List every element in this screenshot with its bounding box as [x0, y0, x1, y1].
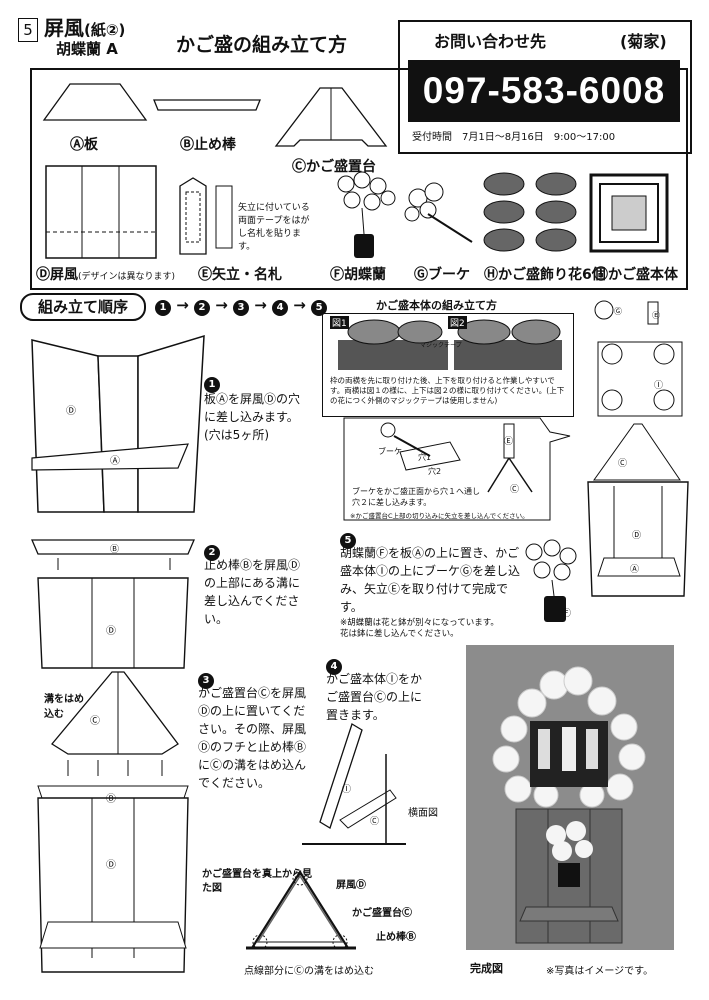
contact-label: お問い合わせ先	[434, 32, 547, 51]
part-e-stand-illustration	[179, 177, 207, 255]
final-d-mark: Ⓓ	[632, 531, 642, 541]
body-assembly-note: 枠の両横を先に取り付けた後、上下を取り付けると作業しやすいです。両横は図１の様に…	[330, 376, 565, 405]
step4-number: 4	[326, 654, 342, 675]
fig1-label: 図1	[330, 316, 349, 329]
part-h-label: Ⓗかご盛飾り花6個	[484, 267, 606, 283]
assembly-order-sequence: 1 → 2 → 3 → 4 → 5	[155, 296, 328, 316]
step2-d-mark: Ⓓ	[106, 626, 116, 637]
step4-side-view	[302, 723, 406, 845]
part-f-orchid-illustration	[337, 171, 396, 258]
side-view-label: 横面図	[408, 808, 438, 819]
step1-a-mark: Ⓐ	[110, 456, 120, 467]
step4-i-mark: Ⓘ	[342, 785, 352, 795]
assembly-order-title: 組み立て順序	[20, 293, 146, 321]
phone-number[interactable]: 097-583-6008	[408, 60, 680, 122]
bouquet-c-mark: Ⓒ	[510, 485, 520, 495]
step2-illustration	[31, 539, 195, 669]
step2-number: 2	[204, 540, 220, 561]
part-a-board-illustration	[42, 83, 148, 121]
hole2-label: 穴2	[428, 467, 442, 476]
part-d-screen-illustration	[45, 165, 157, 259]
contact-name: (菊家)	[620, 32, 667, 51]
parts-list-box	[30, 68, 688, 290]
complete-label: 完成図	[470, 962, 503, 975]
step5-number: 5	[340, 528, 356, 549]
bouquet-label: ブーケ	[378, 447, 402, 456]
part-e-label: Ⓔ矢立・名札	[198, 267, 282, 283]
body-assembly-box	[322, 313, 574, 417]
final-e-mark: Ⓔ	[652, 311, 660, 320]
final-a-mark: Ⓐ	[630, 565, 640, 575]
step-number: 3	[233, 300, 250, 316]
part-f-label: Ⓕ胡蝶蘭	[330, 267, 386, 283]
part-d-label: Ⓓ屏風(デザインは異なります)	[36, 267, 176, 283]
bouquet-e-mark: Ⓔ	[504, 437, 514, 447]
part-c-stand-illustration	[274, 87, 388, 147]
step1-d-mark: Ⓓ	[66, 406, 76, 417]
page-number: 5	[18, 18, 38, 42]
final-g-mark: Ⓖ	[614, 307, 622, 316]
title-paren: (紙②)	[84, 21, 126, 39]
contact-box: お問い合わせ先 (菊家) 097-583-6008 受付時間 7月1日～8月16…	[398, 20, 692, 154]
step2-text: 止め棒Ⓑを屏風Ⓓの上部にある溝に差し込んでください。	[204, 558, 301, 626]
step-number: 1	[155, 300, 171, 316]
hole1-label: 穴1	[418, 453, 432, 462]
part-g-label: Ⓖブーケ	[414, 267, 470, 283]
final-c-mark: Ⓒ	[618, 459, 628, 469]
step4-c-mark: Ⓒ	[370, 817, 380, 827]
bouquet-callout	[343, 417, 571, 521]
step5-text: 胡蝶蘭Ⓕを板Ⓐの上に置き、かご盛本体Ⓘの上にブーケⒼを差し込み、矢立Ⓔを取り付け…	[340, 546, 521, 614]
final-i-mark: Ⓘ	[654, 381, 664, 391]
photo-note: ※写真はイメージです。	[546, 966, 654, 977]
part-c-label: Ⓒかご盛置台	[292, 159, 376, 175]
step1-note: (穴は5ヶ所)	[204, 428, 269, 442]
part-i-basket-illustration	[589, 173, 669, 253]
part-i-label: Ⓘかご盛本体	[594, 267, 678, 283]
top-view-stand-label: かご盛置台Ⓒ	[352, 908, 412, 919]
step5-f-mark: Ⓕ	[562, 609, 572, 619]
part-a-label: Ⓐ板	[70, 137, 98, 153]
step2-b-mark: Ⓑ	[110, 545, 120, 555]
step3-b-mark: Ⓑ	[106, 794, 116, 805]
part-g-bouquet-illustration	[404, 182, 473, 243]
bouquet-note: ブーケをかご盛正面から穴１へ通し穴２に差し込みます。	[352, 487, 480, 507]
step1-illustration	[31, 334, 205, 513]
top-view-bar-label: 止め棒Ⓑ	[376, 932, 416, 943]
step3-d-mark: Ⓓ	[106, 860, 116, 871]
final-assembly-drawing	[587, 300, 689, 597]
completed-photo	[466, 645, 674, 950]
step1-number: 1	[204, 372, 220, 393]
part-h-flowers-illustration	[483, 172, 577, 252]
part-e-nametag-illustration	[215, 185, 233, 249]
step4-text: かご盛本体Ⓘをかご盛置台Ⓒの上に置きます。	[326, 672, 423, 722]
top-view-diagram	[246, 869, 356, 950]
top-view-byobu-label: 屏風Ⓓ	[336, 880, 366, 891]
dotted-note: 点線部分にⒸの溝をはめ込む	[244, 966, 374, 977]
step5-note: ※胡蝶蘭は花と鉢が別々になっています。花は鉢に差し込んでください。	[340, 618, 499, 639]
step3-number: 3	[198, 668, 214, 689]
step5-orchid-illustration	[525, 539, 577, 622]
tape-label: マジックテープ	[420, 342, 462, 349]
title-main: 屏風	[44, 16, 84, 40]
groove-label: 溝をはめ込む	[44, 694, 84, 720]
step3-illustration	[37, 671, 189, 973]
contact-hours: 受付時間 7月1日～8月16日 9:00～17:00	[412, 132, 616, 143]
part-b-bar-illustration	[153, 99, 261, 111]
fig2-label: 図2	[448, 316, 467, 329]
body-assembly-title: かご盛本体の組み立て方	[376, 299, 497, 312]
page-subtitle: 胡蝶蘭 A	[56, 40, 118, 58]
part-b-label: Ⓑ止め棒	[180, 137, 236, 153]
step3-text: かご盛置台Ⓒを屏風Ⓓの上に置いてください。その際、屏風Ⓓのフチと止め棒ⒷにⒸの溝…	[198, 686, 307, 790]
part-e-note: 矢立に付いている両面テープをはがし名札を貼ります。	[238, 203, 310, 252]
step-number: 2	[194, 300, 211, 316]
body-assembly-figures	[338, 319, 562, 370]
top-view-title: かご盛置台を真上から見た図	[202, 869, 312, 894]
step3-c-mark: Ⓒ	[90, 716, 100, 727]
step-number: 5	[311, 300, 328, 316]
step-number: 4	[272, 300, 289, 316]
page-title: 屏風(紙②)	[44, 12, 125, 41]
step1-text: 板Ⓐを屏風Ⓓの穴に差し込みます。	[204, 392, 301, 424]
bouquet-note2: ※かご盛置台C上部の切り込みに矢立を差し込んでください。	[350, 512, 529, 520]
page-heading: かご盛の組み立て方	[176, 34, 348, 56]
